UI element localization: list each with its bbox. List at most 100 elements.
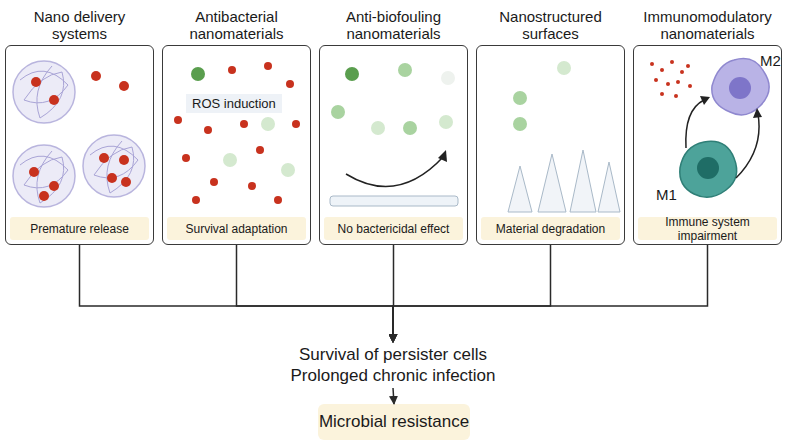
drug-particle: [49, 181, 59, 191]
drug-particle: [121, 177, 131, 187]
ros-particle: [210, 178, 218, 186]
ros-scene: [174, 62, 300, 204]
drug-particle: [107, 173, 117, 183]
cytokine: [674, 94, 678, 98]
flow-connector: [392, 245, 394, 342]
panel-title: Antibacterial nanomaterials: [162, 5, 311, 45]
drug-particle: [31, 77, 41, 87]
m1-macrophage: [680, 141, 737, 197]
nanocarrier: [13, 61, 75, 123]
polymer-strand: [20, 66, 68, 118]
cytokine: [680, 70, 684, 74]
m1-nucleus: [697, 157, 719, 179]
bacterium: [557, 61, 571, 75]
node-text: Microbial resistance: [319, 412, 469, 432]
flow-connector: [393, 388, 394, 404]
cytokine: [654, 78, 658, 82]
flow-connector: [237, 245, 394, 342]
result-box: Microbial resistance: [318, 404, 470, 440]
nanospike: [538, 154, 566, 212]
limitation-band: Immune system impairment: [638, 217, 777, 240]
ros-particle: [292, 120, 300, 128]
panel-frame: [5, 45, 154, 245]
flow-connector: [393, 245, 551, 342]
bacterium: [403, 121, 417, 135]
cytokine: [660, 92, 664, 96]
outcome-text: Survival of persister cellsProlonged chr…: [233, 342, 553, 388]
strategy-panel: Nano delivery systemsPremature release: [5, 5, 154, 245]
ros-particle: [264, 62, 272, 70]
cytokine: [666, 82, 670, 86]
bacterium: [345, 67, 359, 81]
dead-bacterium: [281, 163, 295, 177]
m2-nucleus: [729, 77, 751, 99]
node-text: No bactericidal effect: [338, 222, 450, 236]
panel-frame: [319, 45, 468, 245]
cytokines: [650, 60, 692, 98]
node-text: Survival adaptation: [185, 222, 287, 236]
cytokine: [650, 62, 654, 66]
bacterium: [513, 117, 527, 131]
bacterium: [331, 105, 345, 119]
strategy-panel: Nanostructured surfacesMaterial degradat…: [476, 5, 625, 245]
drug-particle: [119, 81, 129, 91]
ros-particle: [204, 126, 212, 134]
ros-particle: [274, 196, 282, 204]
bacterium: [191, 67, 205, 81]
bacterium: [441, 71, 455, 85]
cytokine: [660, 68, 664, 72]
drug-particle: [91, 71, 101, 81]
repel-arrow: [346, 156, 444, 186]
polarization-arrow: [686, 100, 704, 148]
cell-label: M1: [656, 186, 677, 203]
panel-title: Nano delivery systems: [5, 5, 154, 45]
coated-surface: [330, 196, 458, 206]
nanospike-scene: [508, 61, 620, 212]
panel-title: Nanostructured surfaces: [476, 5, 625, 45]
drug-particle: [99, 153, 109, 163]
node-text: Immune system impairment: [638, 215, 777, 243]
macrophage-scene: [650, 59, 769, 198]
nanospike: [508, 166, 532, 212]
polarization-arrow: [736, 114, 759, 178]
nanocarrier: [13, 145, 75, 207]
ros-particle: [192, 196, 200, 204]
nanocarrier: [83, 135, 145, 197]
flow-connector: [393, 245, 708, 342]
node-text: Survival of persister cells: [299, 344, 487, 365]
nanospike: [570, 150, 596, 212]
ros-particle: [174, 116, 182, 124]
bacterium: [439, 115, 453, 129]
flow-connector: [80, 245, 394, 342]
ros-particle: [182, 154, 190, 162]
strategy-panel: Immunomodulatory nanomaterialsImmune sys…: [633, 5, 782, 245]
panel-title: Immunomodulatory nanomaterials: [633, 5, 782, 45]
cell-label: M2: [760, 52, 781, 69]
strategy-panel: Anti-biofouling nanomaterials No bacteric…: [319, 5, 468, 245]
cytokine: [686, 64, 690, 68]
node-text: Material degradation: [496, 222, 605, 236]
node-text: Premature release: [30, 222, 129, 236]
dead-bacterium: [261, 117, 275, 131]
polarization-arrowhead: [700, 96, 710, 105]
antifouling-scene: [330, 63, 458, 206]
limitation-band: No bactericidal effect: [324, 217, 463, 240]
panel-frame: [162, 45, 311, 245]
limitation-band: Survival adaptation: [167, 217, 306, 240]
drug-particle: [29, 167, 39, 177]
ros-particle: [256, 146, 264, 154]
cytokine: [676, 80, 680, 84]
panel-title: Anti-biofouling nanomaterials: [319, 5, 468, 45]
effect-label: ROS induction: [186, 94, 282, 113]
node-text: Prolonged chronic infection: [290, 365, 495, 386]
cytokine: [670, 60, 674, 64]
ros-particle: [248, 182, 256, 190]
nanospike: [598, 162, 620, 212]
ros-particles: [174, 62, 300, 204]
drug-particle: [119, 155, 129, 165]
drug-particles: [29, 71, 131, 201]
ros-particle: [286, 80, 294, 88]
limitation-band: Material degradation: [481, 217, 620, 240]
ros-particle: [228, 66, 236, 74]
dead-bacterium: [223, 153, 237, 167]
